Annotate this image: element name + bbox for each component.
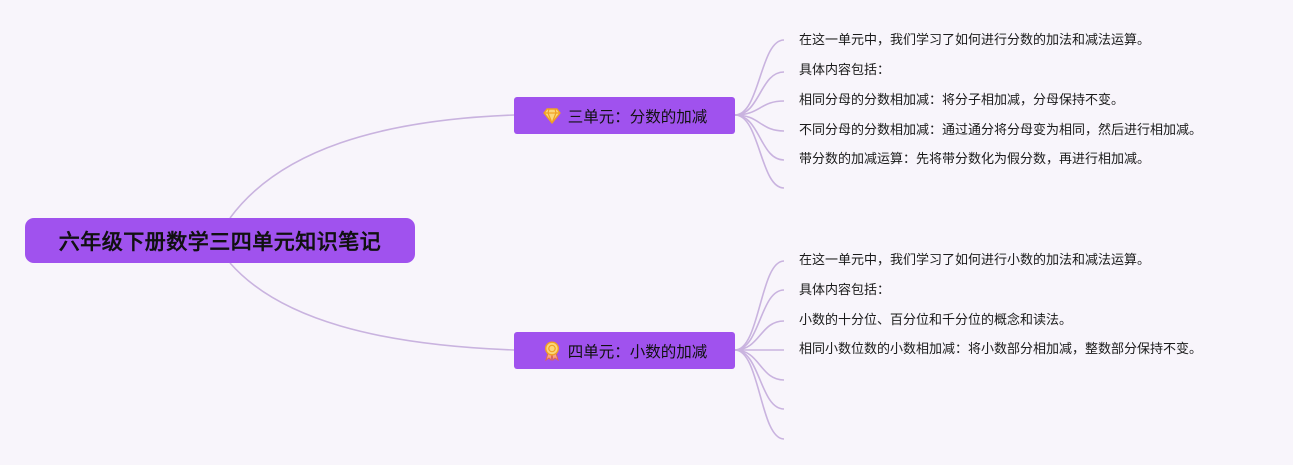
leaf-node-unit-3-4[interactable]: 不同分母的分数相加减：通过通分将分母变为相同，然后进行相加减。 (799, 123, 1203, 138)
branch-2-leaf-line-1 (734, 260, 785, 351)
leaf-node-unit-3-3[interactable]: 相同分母的分数相加减：将分子相加减，分母保持不变。 (799, 93, 1125, 108)
leaf-node-unit-3-5[interactable]: 带分数的加减运算：先将带分数化为假分数，再进行相加减。 (799, 152, 1151, 167)
root-to-branch-1-line (229, 114, 515, 219)
leaf-node-unit-4-4[interactable]: 相同小数位数的小数相加减：将小数部分相加减，整数部分保持不变。 (799, 342, 1203, 357)
diamond-icon (542, 106, 562, 126)
branch-1-leaf-line-6 (734, 114, 785, 189)
branch-1-leaf-line-1 (734, 39, 785, 116)
leaf-node-unit-4-1[interactable]: 在这一单元中，我们学习了如何进行小数的加法和减法运算。 (799, 253, 1151, 268)
leaf-node-unit-3-2[interactable]: 具体内容包括： (799, 63, 891, 78)
branch-node-unit-4[interactable]: 四单元：小数的加减 (514, 332, 735, 369)
branch-2-leaf-line-5 (734, 349, 785, 381)
branch-2-leaf-line-3 (734, 320, 785, 351)
leaf-node-unit-4-2[interactable]: 具体内容包括： (799, 283, 891, 298)
award-ribbon-icon (542, 340, 562, 361)
branch-1-leaf-line-5 (734, 114, 785, 161)
root-node[interactable]: 六年级下册数学三四单元知识笔记 (25, 218, 415, 263)
branch-node-unit-3-label: 三单元：分数的加减 (567, 107, 708, 126)
branch-2-leaf-line-7 (734, 349, 785, 440)
leaf-node-unit-3-1[interactable]: 在这一单元中，我们学习了如何进行分数的加法和减法运算。 (799, 33, 1151, 48)
leaf-node-unit-4-3[interactable]: 小数的十分位、百分位和千分位的概念和读法。 (799, 313, 1073, 328)
branch-node-unit-3[interactable]: 三单元：分数的加减 (514, 97, 735, 134)
root-to-branch-2-line (229, 262, 515, 351)
branch-2-leaf-line-2 (734, 289, 785, 351)
branch-node-unit-4-label: 四单元：小数的加减 (567, 342, 708, 361)
root-node-label: 六年级下册数学三四单元知识笔记 (58, 229, 382, 254)
